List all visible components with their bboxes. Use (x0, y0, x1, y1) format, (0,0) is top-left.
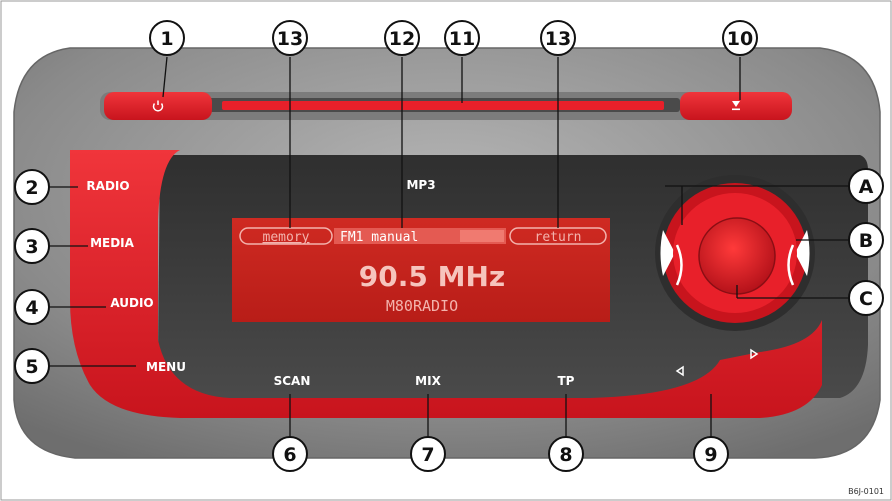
red-panel (70, 150, 822, 418)
softkey-return-label: return (535, 230, 582, 245)
callout-4: 4 (14, 289, 50, 325)
knob-left-mark (660, 230, 675, 276)
svg-text:B: B (859, 230, 873, 252)
knob-center-button[interactable] (698, 217, 776, 295)
right-triangle-icon[interactable] (750, 348, 759, 360)
svg-text:8: 8 (559, 444, 572, 466)
svg-text:10: 10 (727, 28, 753, 50)
callout-5: 5 (14, 348, 50, 384)
callout-8: 8 (548, 436, 584, 472)
callout-10: 10 (722, 20, 758, 56)
callout-13-left: 13 (272, 20, 308, 56)
left-triangle-icon[interactable] (675, 365, 684, 377)
band-mode-highlight (460, 230, 504, 242)
tp-button[interactable]: TP (558, 374, 575, 388)
svg-text:7: 7 (421, 444, 434, 466)
knob-right-arc (787, 244, 795, 286)
callout-12: 12 (384, 20, 420, 56)
eject-icon (732, 101, 740, 111)
svg-text:3: 3 (25, 236, 38, 258)
audio-button[interactable]: AUDIO (110, 296, 153, 310)
svg-text:5: 5 (25, 356, 38, 378)
figure-code: B6J-0101 (848, 487, 884, 496)
knob-left-arc (675, 244, 683, 286)
menu-button[interactable]: MENU (146, 360, 186, 374)
mix-button[interactable]: MIX (415, 374, 441, 388)
callout-11: 11 (444, 20, 480, 56)
svg-text:9: 9 (704, 444, 717, 466)
svg-text:13: 13 (545, 28, 571, 50)
leader-lines (40, 56, 850, 440)
power-button[interactable] (104, 92, 212, 120)
callout-C: C (848, 280, 884, 316)
media-button[interactable]: MEDIA (90, 236, 135, 250)
svg-text:C: C (859, 288, 873, 310)
callout-1: 1 (149, 20, 185, 56)
softkey-memory-label: memory (263, 230, 310, 245)
station-name: M80RADIO (386, 297, 458, 315)
callout-2: 2 (14, 169, 50, 205)
svg-text:A: A (859, 176, 874, 198)
frequency-readout: 90.5 MHz (359, 260, 505, 293)
callout-13-right: 13 (540, 20, 576, 56)
svg-text:13: 13 (277, 28, 303, 50)
svg-text:4: 4 (25, 297, 38, 319)
svg-text:1: 1 (160, 28, 173, 50)
softkey-memory-frame[interactable] (239, 227, 333, 245)
knob-right-mark (795, 230, 810, 276)
mp3-indicator: MP3 (406, 178, 435, 192)
svg-text:11: 11 (449, 28, 475, 50)
cd-slot[interactable] (222, 101, 664, 110)
callout-3: 3 (14, 228, 50, 264)
power-icon (152, 100, 164, 112)
band-mode-label: FM1 manual (340, 230, 418, 245)
svg-text:6: 6 (283, 444, 296, 466)
callout-9: 9 (693, 436, 729, 472)
callout-B: B (848, 222, 884, 258)
radio-button[interactable]: RADIO (86, 179, 129, 193)
callout-6: 6 (272, 436, 308, 472)
callout-A: A (848, 168, 884, 204)
svg-text:2: 2 (25, 177, 38, 199)
callout-7: 7 (410, 436, 446, 472)
scan-button[interactable]: SCAN (274, 374, 311, 388)
svg-text:12: 12 (389, 28, 415, 50)
